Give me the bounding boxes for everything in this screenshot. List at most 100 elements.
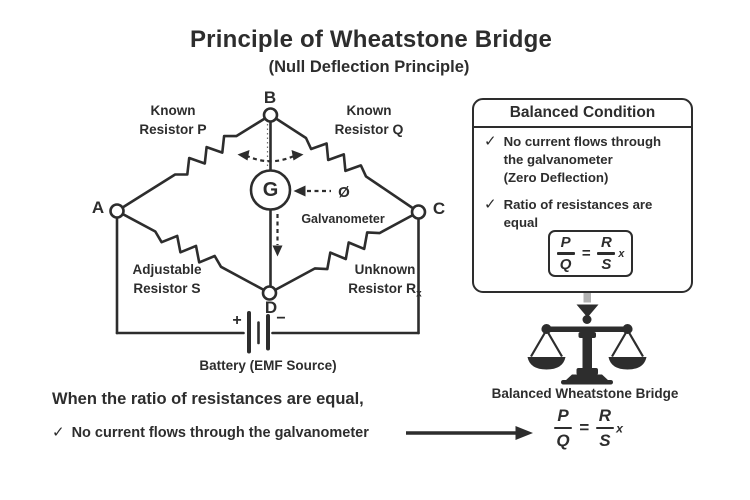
scale-hanger-right bbox=[611, 329, 644, 358]
scale-pan-right bbox=[608, 357, 647, 370]
resistor-s-word: Resistor bbox=[133, 281, 188, 296]
scale-beam bbox=[541, 326, 633, 332]
balanced-condition-box: Balanced Condition ✓ No current flows th… bbox=[472, 98, 693, 293]
node-b-label: B bbox=[263, 88, 277, 107]
balance-formula-box: P Q = R S x bbox=[548, 230, 633, 277]
resistor-rx-label: Unknown Resistor Rx bbox=[312, 260, 458, 304]
footer-line2-text: No current flows through the galvanomete… bbox=[71, 425, 369, 441]
resistor-q-line1: Known bbox=[346, 103, 392, 118]
galvanometer-label: Galvanometer bbox=[301, 212, 385, 226]
oscillation-arc bbox=[245, 154, 296, 163]
resistor-rx-arm bbox=[268, 210, 420, 295]
fraction-bar bbox=[556, 252, 575, 255]
check-icon: ✓ bbox=[484, 133, 497, 150]
galvanometer-circle bbox=[249, 169, 292, 211]
page-title: Principle of Wheatstone Bridge bbox=[189, 26, 553, 53]
formula-p: P bbox=[557, 406, 569, 425]
battery-symbol bbox=[247, 311, 270, 354]
oscillation-arrowhead-right bbox=[291, 150, 304, 161]
resistor-p-symbol: P bbox=[197, 121, 207, 137]
formula-q: Q bbox=[559, 256, 572, 274]
resistor-rx-symbol-sub: x bbox=[416, 288, 422, 300]
balance-scale-icon bbox=[527, 315, 647, 385]
check-icon: ✓ bbox=[52, 424, 65, 441]
battery-plus-sign: + bbox=[232, 312, 242, 329]
item1-line2: the galvanometer bbox=[503, 151, 613, 167]
gray-arrow-tail bbox=[583, 291, 591, 303]
resistor-q-arm bbox=[269, 113, 420, 214]
formula-s: S bbox=[601, 256, 612, 274]
balanced-condition-item-2: ✓ Ratio of resistances are equal bbox=[484, 196, 652, 232]
balanced-condition-item-1: ✓ No current flows through the galvanome… bbox=[484, 133, 661, 186]
resistor-rx-line1: Unknown bbox=[354, 262, 416, 277]
footer-formula-wrap: P Q = R S x bbox=[554, 406, 623, 450]
battery-label: Battery (EMF Source) bbox=[199, 358, 337, 373]
resistor-p-label: Known Resistor P bbox=[100, 101, 246, 139]
resistor-p-arm bbox=[115, 113, 272, 213]
scale-base-bar bbox=[561, 380, 613, 385]
null-pointer-arrowhead bbox=[293, 185, 306, 197]
formula-q: Q bbox=[556, 430, 570, 450]
scale-hanger-left bbox=[530, 329, 563, 358]
resistor-rx-symbol: R bbox=[406, 280, 417, 296]
equals-sign: = bbox=[581, 245, 591, 262]
resistor-q-symbol: Q bbox=[392, 121, 404, 137]
formula-r-sub: x bbox=[616, 421, 623, 436]
fraction-bar bbox=[595, 426, 614, 430]
balance-formula: P Q = R S x bbox=[556, 233, 624, 274]
formula-r: R bbox=[600, 233, 612, 251]
gray-arrow-head bbox=[576, 304, 599, 318]
resistor-q-word: Resistor bbox=[334, 122, 389, 137]
null-symbol: Ø bbox=[338, 184, 350, 201]
node-c-label: C bbox=[432, 199, 446, 218]
page-subtitle: (Null Deflection Principle) bbox=[268, 58, 470, 76]
battery-minus-sign: − bbox=[276, 310, 286, 327]
formula-s: S bbox=[599, 430, 611, 450]
node-a-circle bbox=[109, 203, 125, 219]
item2-line1: Ratio of resistances are bbox=[503, 197, 653, 212]
fraction-p-q: P Q bbox=[556, 233, 575, 274]
formula-p: P bbox=[560, 233, 571, 251]
oscillation-arrowhead-left bbox=[237, 150, 250, 161]
footer-arrowhead bbox=[515, 426, 533, 440]
scale-pan-left bbox=[527, 357, 566, 370]
fraction-bar bbox=[554, 426, 572, 430]
scale-pillar bbox=[582, 332, 592, 373]
resistor-s-symbol: S bbox=[191, 280, 201, 296]
scale-knob bbox=[582, 315, 592, 324]
node-d-circle bbox=[261, 285, 278, 301]
resistor-p-line1: Known bbox=[150, 103, 196, 118]
scale-caption: Balanced Wheatstone Bridge bbox=[491, 386, 679, 401]
footer-arrow bbox=[406, 426, 533, 440]
resistor-rx-word: Resistor bbox=[348, 281, 403, 296]
resistor-s-label: Adjustable Resistor S bbox=[94, 260, 240, 298]
balanced-condition-title: Balanced Condition bbox=[474, 100, 691, 128]
item2-line2: equal bbox=[503, 214, 539, 230]
footer-line1: When the ratio of resistances are equal, bbox=[52, 390, 364, 408]
item1-line3: (Zero Deflection) bbox=[503, 169, 609, 185]
formula-r-sub: x bbox=[618, 247, 625, 260]
equals-sign: = bbox=[579, 417, 589, 437]
resistor-s-line1: Adjustable bbox=[132, 262, 202, 277]
scale-beam-end-left bbox=[541, 324, 552, 334]
item1-line1: No current flows through bbox=[503, 134, 662, 149]
resistor-q-label: Known Resistor Q bbox=[296, 101, 442, 139]
footer-line2: ✓ No current flows through the galvanomet… bbox=[52, 423, 369, 441]
footer-formula: P Q = R S x bbox=[554, 406, 623, 450]
scale-beam-end-right bbox=[622, 324, 633, 334]
formula-r: R bbox=[598, 406, 612, 425]
down-arrowhead bbox=[272, 245, 283, 257]
scale-foot bbox=[576, 368, 598, 375]
resistor-s-arm bbox=[115, 209, 271, 295]
node-c-circle bbox=[410, 204, 427, 220]
galvanometer-symbol: G bbox=[262, 179, 279, 201]
fraction-rx-s: R S x bbox=[597, 233, 624, 274]
fraction-bar bbox=[597, 252, 616, 255]
box-to-scale-arrow bbox=[576, 291, 599, 318]
scale-base bbox=[565, 374, 609, 381]
fraction-rx-s: R S x bbox=[595, 406, 623, 450]
node-a-label: A bbox=[91, 198, 105, 217]
node-d-label: D bbox=[264, 298, 278, 317]
